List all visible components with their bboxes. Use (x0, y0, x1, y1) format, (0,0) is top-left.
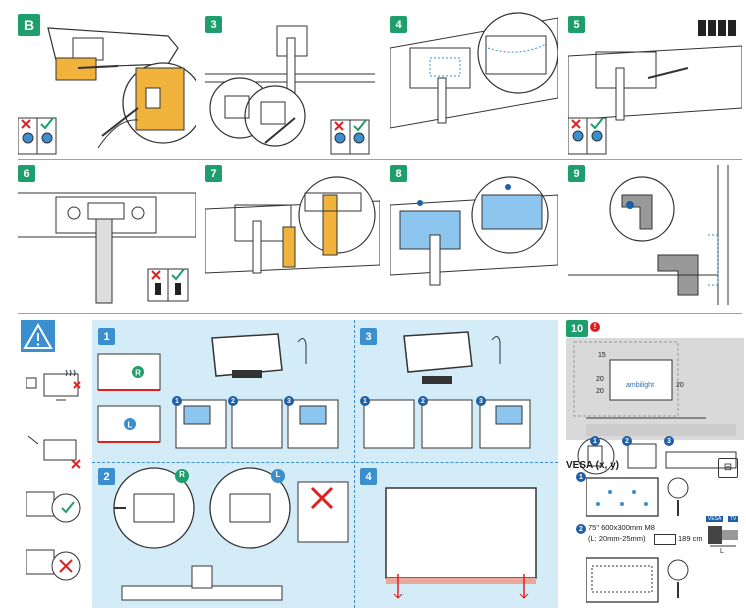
step-3-badge: 3 (205, 16, 222, 33)
panel-step-4-badge: 4 (360, 468, 377, 485)
row-divider-2 (18, 313, 742, 314)
part-1-marker: 1 (590, 436, 600, 446)
vesa-1-marker: 1 (576, 472, 586, 482)
screw-length-icon (708, 526, 738, 547)
brand-label: ambilight (626, 382, 655, 389)
vesa-title: VESA (x, y) (566, 460, 619, 471)
panel-step-1-illustration: R L (97, 333, 339, 449)
step-6-badge: 6 (18, 165, 35, 182)
dim-side-a: 20 (596, 376, 604, 383)
step-8-badge: 8 (390, 165, 407, 182)
step-8-panel: 8 (389, 165, 559, 305)
substep-1-marker: 1 (172, 396, 182, 406)
side-r-label-2: R (179, 470, 185, 479)
step-8-illustration (389, 176, 559, 286)
substep-3-3-marker: 3 (476, 396, 486, 406)
grip-ok-icon (26, 491, 81, 523)
panel-step-4-illustration (385, 487, 537, 599)
warning-icon (21, 320, 55, 352)
substep-3-1-marker: 1 (360, 396, 370, 406)
warning-section (18, 320, 90, 610)
step-b-panel: B (17, 8, 204, 156)
cable-icon (654, 534, 676, 545)
part-2-marker: 2 (622, 436, 632, 446)
step-4-panel: 4 (389, 8, 559, 156)
step-4-badge: 4 (390, 16, 407, 33)
panel-step-3-illustration (363, 331, 531, 449)
step-b-illustration (17, 27, 204, 155)
step-7-panel: 7 (204, 165, 381, 305)
step-9-panel: 9 (568, 165, 742, 305)
vesa-spec-line: 75" 600x300mm M8 (588, 523, 655, 532)
side-r-label: R (135, 369, 141, 378)
step-4-illustration (389, 12, 559, 129)
panel-hdivider (92, 462, 558, 463)
step-3-panel: 3 (205, 8, 375, 156)
stand-panel: 1 3 2 4 R L 1 2 3 1 2 3 (92, 320, 558, 608)
step-6-panel: 6 (18, 165, 197, 305)
step-5-badge: 5 (568, 16, 585, 33)
row-divider-1 (18, 159, 742, 160)
manual-icon: ⊟ (718, 458, 738, 478)
step-3-illustration (205, 25, 375, 155)
step-7-badge: 7 (205, 165, 222, 182)
heat-warning-icon (26, 369, 81, 401)
step-b-badge: B (18, 14, 40, 36)
substep-3-2-marker: 2 (418, 396, 428, 406)
tv-tag: TV (728, 516, 739, 522)
dim-right: 20 (676, 382, 684, 389)
dim-side-b: 20 (596, 388, 604, 395)
step-5-panel: 5 (567, 8, 743, 156)
vesa-2-marker: 2 (576, 524, 586, 534)
vesa-tag: VESA (706, 516, 724, 522)
panel-step-3-badge: 3 (360, 328, 377, 345)
panel-vdivider (354, 320, 355, 608)
moisture-warning-icon (27, 435, 81, 469)
panel-step-1-badge: 1 (98, 328, 115, 345)
vesa-2-diagram (586, 557, 689, 603)
part-3-marker: 3 (664, 436, 674, 446)
wall-mount-scene: ambilight 15 20 20 20 (566, 338, 744, 440)
step-10-badge: 10 (566, 320, 588, 337)
panel-step-2-badge: 2 (98, 468, 115, 485)
substep-3-marker: 3 (284, 396, 294, 406)
step-9-illustration (568, 165, 729, 305)
step-10-section: 10 ! ambilight 15 20 20 20 1 2 3 VESA (x… (566, 320, 744, 608)
vesa-1-diagram (586, 477, 689, 517)
dim-top: 15 (598, 352, 606, 359)
step-6-illustration (18, 192, 197, 304)
wall-mount-parts (577, 438, 737, 475)
screws-icon (698, 20, 736, 36)
step-5-illustration (567, 20, 743, 155)
grip-bad-icon (26, 549, 81, 581)
side-l-label: L (128, 421, 133, 430)
side-l-label-2: L (275, 470, 281, 479)
cable-length: 189 cm (678, 534, 703, 543)
substep-2-marker: 2 (228, 396, 238, 406)
step-10-alert-icon: ! (590, 322, 600, 332)
vesa-spec-sub: (L: 20mm-25mm) (588, 534, 646, 543)
panel-step-2-illustration (113, 467, 349, 601)
l-tag: L (720, 548, 724, 555)
step-9-badge: 9 (568, 165, 585, 182)
step-7-illustration (204, 176, 381, 274)
